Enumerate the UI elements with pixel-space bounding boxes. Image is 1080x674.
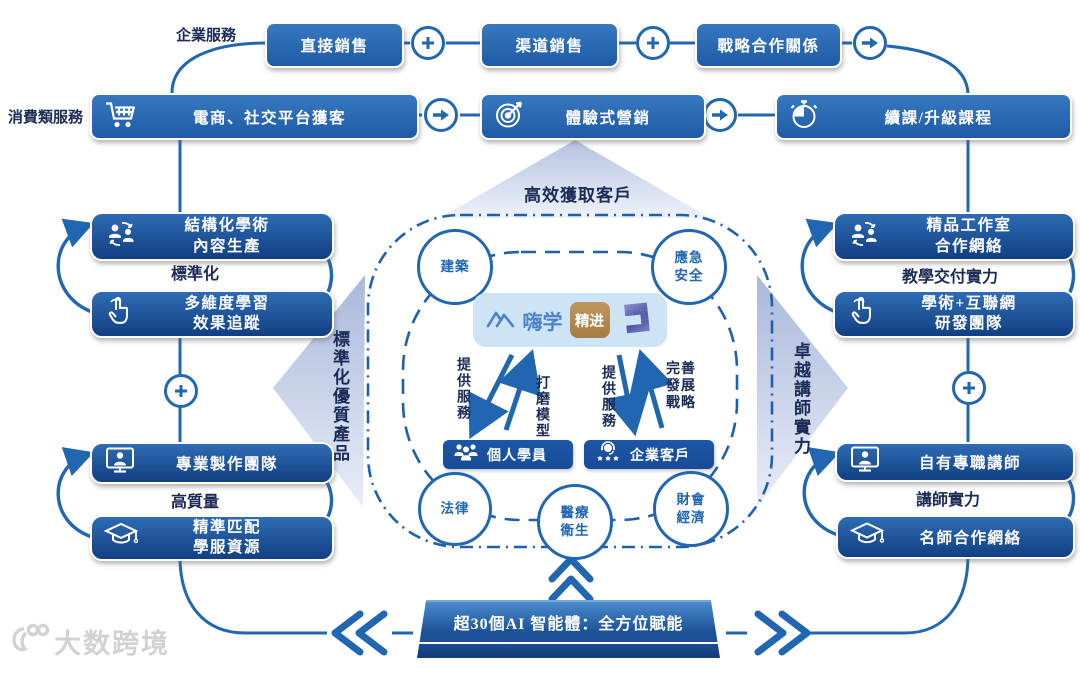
category-emergency-safety: 應急 安全 xyxy=(651,229,727,305)
haixue-mountain-icon xyxy=(486,307,516,334)
stopwatch-icon xyxy=(789,98,821,135)
people-group-icon xyxy=(453,442,479,467)
famous-teacher-network-box: 名師合作網絡 xyxy=(836,515,1075,559)
rd-team-text: 學術+互聯網 研發團隊 xyxy=(921,294,1017,332)
channel-sales-box: 渠道銷售 xyxy=(480,22,619,68)
ai-agents-banner-text: 超30個AI 智能體：全方位賦能 xyxy=(453,616,684,633)
shopping-cart-icon xyxy=(104,99,140,134)
matching-resources-box: 精準匹配 學服資源 xyxy=(90,515,334,561)
cycle-arcs xyxy=(56,218,1076,547)
ecommerce-acquisition-text: 電商、社交平台獲客 xyxy=(192,109,346,127)
refine-model-label: 打磨模型 xyxy=(534,375,549,439)
target-icon xyxy=(494,99,524,134)
serve-label-right: 提供服務 xyxy=(600,365,615,429)
acquire-customers-label: 高效獲取客戶 xyxy=(524,186,632,205)
studio-network-box: 精品工作室 合作網絡 xyxy=(833,212,1075,261)
learning-tracking-text: 多維度學習 效果追蹤 xyxy=(184,294,270,332)
graduation-cap-icon xyxy=(103,521,139,555)
center-arrows xyxy=(468,348,673,440)
structured-content-box: 結構化學術 內容生產 xyxy=(90,212,334,261)
jingjin-badge: 精进 xyxy=(569,302,610,338)
haixue-brand-text: 嗨学 xyxy=(522,311,563,334)
s-cube-logo-icon xyxy=(617,299,655,342)
course-renewal-box: 續課/升級課程 xyxy=(775,93,1072,140)
people-sync-icon xyxy=(104,219,138,253)
individual-students-box: 個人學員 xyxy=(443,440,573,469)
production-team-text: 專業製作團隊 xyxy=(175,456,278,473)
strategic-partnership-text: 戰略合作關係 xyxy=(717,38,820,55)
people-sync-icon xyxy=(847,219,881,253)
enterprise-service-label: 企業服務 xyxy=(176,28,237,44)
serve-label-left: 提供服務 xyxy=(455,357,470,421)
high-quality-label: 高質量 xyxy=(170,494,219,511)
arrow-right-icon xyxy=(703,98,737,132)
direct-sales-box: 直接銷售 xyxy=(265,22,404,68)
ecommerce-acquisition-box: 電商、社交平台獲客 xyxy=(90,93,419,140)
arrow-right-icon xyxy=(424,98,458,132)
learning-tracking-box: 多維度學習 效果追蹤 xyxy=(90,290,334,338)
plus-icon xyxy=(636,26,670,60)
arrow-right-icon xyxy=(853,26,887,60)
left-spine xyxy=(178,135,413,635)
headset-person-stars-icon xyxy=(594,441,622,468)
watermark-text: 大数跨境 xyxy=(54,629,170,659)
teacher-strength-label: 卓越講師實力 xyxy=(791,342,810,456)
right-arrow-triangle xyxy=(757,275,848,507)
matching-resources-text: 精準匹配 學服資源 xyxy=(192,518,261,556)
strategic-partnership-box: 戰略合作關係 xyxy=(695,22,842,68)
presenter-screen-icon xyxy=(849,446,881,479)
category-medical-health: 醫療 衛生 xyxy=(537,484,613,560)
banner-3d-base xyxy=(417,644,720,658)
consumer-service-label: 消費類服務 xyxy=(8,110,84,126)
production-team-box: 專業製作團隊 xyxy=(90,442,334,484)
rd-team-box: 學術+互聯網 研發團隊 xyxy=(833,290,1075,338)
fulltime-lecturers-box: 自有專職講師 xyxy=(835,442,1075,482)
plus-icon xyxy=(952,371,986,405)
experiential-marketing-text: 體驗式營銷 xyxy=(565,109,651,127)
watermark: 大数跨境 xyxy=(10,621,170,662)
studio-network-text: 精品工作室 合作網絡 xyxy=(926,217,1012,255)
category-finance-economics: 財會 經濟 xyxy=(653,471,729,547)
left-arrow-triangle xyxy=(273,275,365,507)
fulltime-lecturers-text: 自有專職講師 xyxy=(918,455,1021,472)
chevrons-right-icon xyxy=(754,610,811,656)
strategy-label: 完善發展戰略 xyxy=(666,362,696,411)
plus-icon xyxy=(164,374,198,408)
enterprise-clients-box: 企業客戶 xyxy=(584,440,714,469)
graduation-cap-icon xyxy=(849,521,885,554)
hand-click-icon xyxy=(847,296,875,332)
inner-dashed-ring xyxy=(401,250,739,522)
direct-sales-text: 直接銷售 xyxy=(300,38,369,55)
famous-teacher-network-text: 名師合作網絡 xyxy=(919,530,1022,547)
watermark-logo-icon xyxy=(10,621,50,662)
experiential-marketing-box: 體驗式營銷 xyxy=(480,93,706,140)
lecturer-strength-label: 講師實力 xyxy=(915,492,980,509)
chevrons-left-icon xyxy=(331,610,388,656)
category-construction: 建築 xyxy=(417,229,493,305)
ai-agents-banner: 超30個AI 智能體：全方位賦能 xyxy=(417,600,720,658)
chevron-up-icon xyxy=(548,555,594,603)
right-spine xyxy=(726,135,970,635)
structured-content-text: 結構化學術 內容生產 xyxy=(184,217,270,255)
top-triangle xyxy=(440,140,710,218)
presenter-screen-icon xyxy=(104,447,136,480)
hand-click-icon xyxy=(104,296,132,332)
brand-logo-box: 嗨学 精进 xyxy=(473,293,667,347)
standard-product-label: 標準化優質產品 xyxy=(330,330,349,463)
category-law: 法律 xyxy=(418,472,492,546)
teaching-delivery-label: 教學交付實力 xyxy=(901,269,998,286)
course-renewal-text: 續課/升級課程 xyxy=(884,109,993,127)
channel-sales-text: 渠道銷售 xyxy=(515,38,584,55)
individual-students-text: 個人學員 xyxy=(487,448,547,464)
enterprise-clients-text: 企業客戶 xyxy=(630,448,690,464)
plus-icon xyxy=(411,26,445,60)
standardization-label: 標準化 xyxy=(170,266,219,283)
